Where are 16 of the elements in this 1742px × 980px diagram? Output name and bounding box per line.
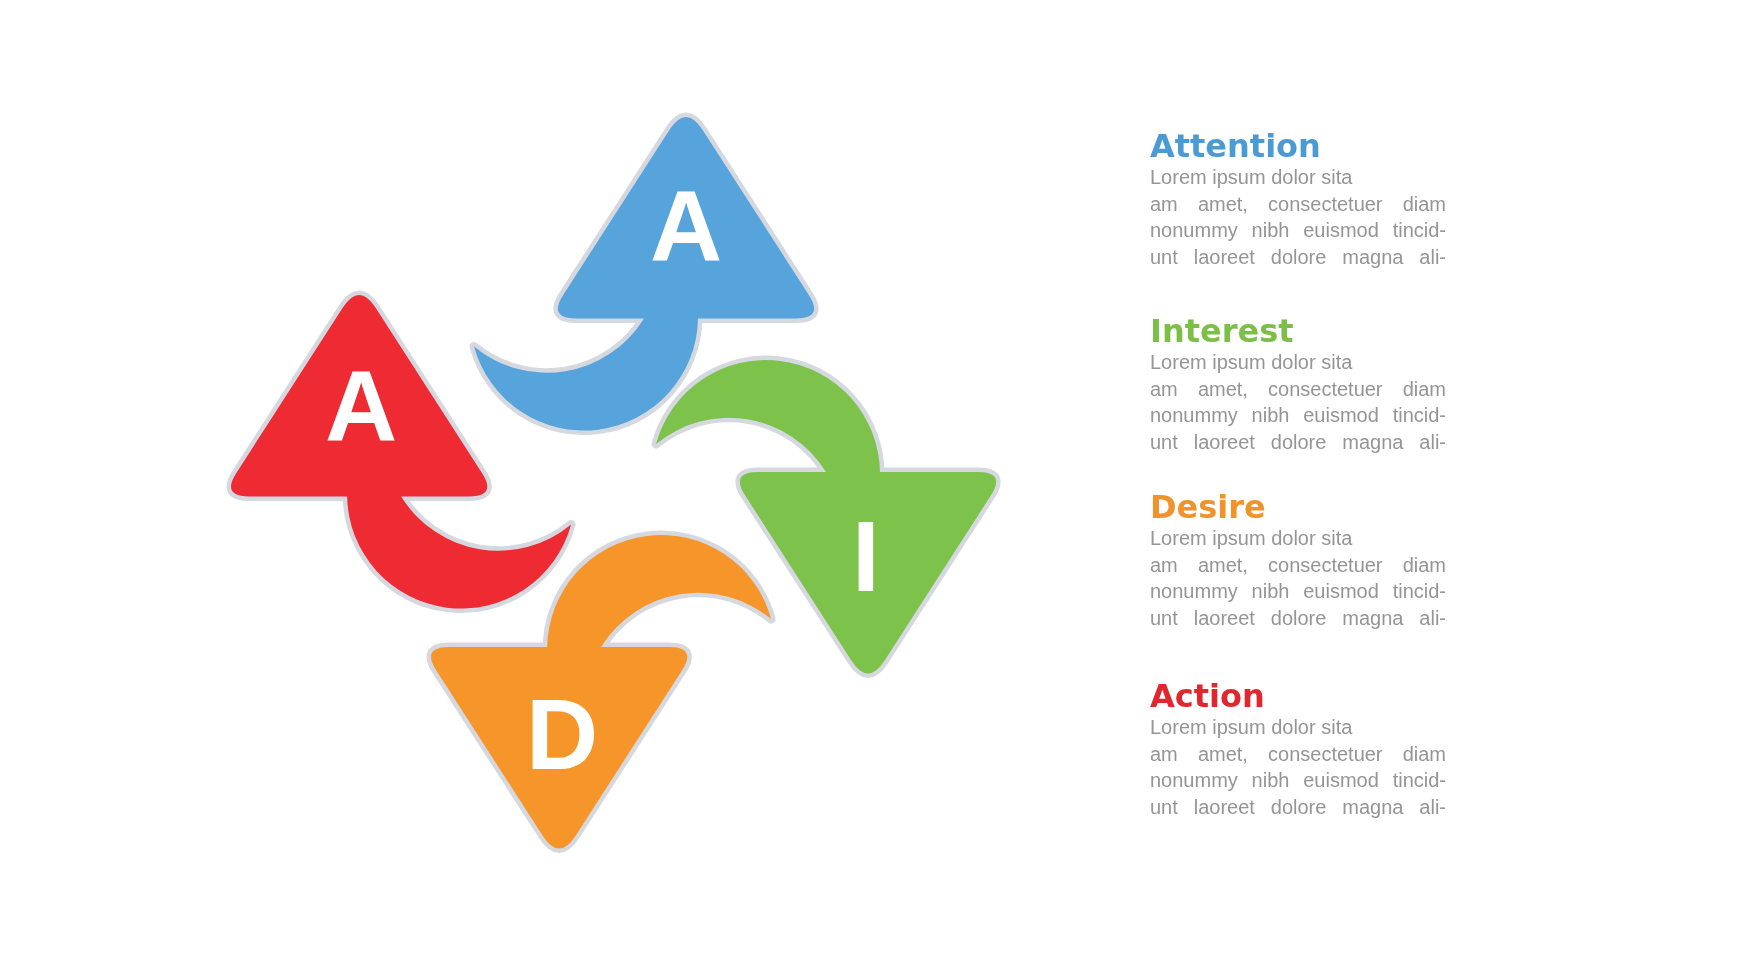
curved-arrow <box>469 111 820 436</box>
body-text: Lorem ipsum dolor sita am amet, consectetuer diam nonummy nibh euismod tincid- unt laoreet dolore magna ali- <box>1150 165 1446 271</box>
curved-arrow <box>225 289 576 614</box>
curved-arrow <box>425 529 776 854</box>
curved-arrow <box>651 354 1002 679</box>
arrow-letter: A <box>324 366 398 446</box>
arrow-letter: D <box>525 694 599 774</box>
body-text: Lorem ipsum dolor sita am amet, consectetuer diam nonummy nibh euismod tincid- unt laoreet dolore magna ali- <box>1150 715 1446 821</box>
body-text: Lorem ipsum dolor sita am amet, consectetuer diam nonummy nibh euismod tincid- unt laoreet dolore magna ali- <box>1150 350 1446 456</box>
section-heading: Attention <box>1150 128 1321 164</box>
section-heading: Desire <box>1150 489 1266 525</box>
section-heading: Interest <box>1150 313 1294 349</box>
body-text: Lorem ipsum dolor sita am amet, consectetuer diam nonummy nibh euismod tincid- unt laoreet dolore magna ali- <box>1150 526 1446 632</box>
arrow-letter: A <box>649 186 723 266</box>
section-heading: Action <box>1150 678 1265 714</box>
arrow-letter: I <box>852 516 880 596</box>
